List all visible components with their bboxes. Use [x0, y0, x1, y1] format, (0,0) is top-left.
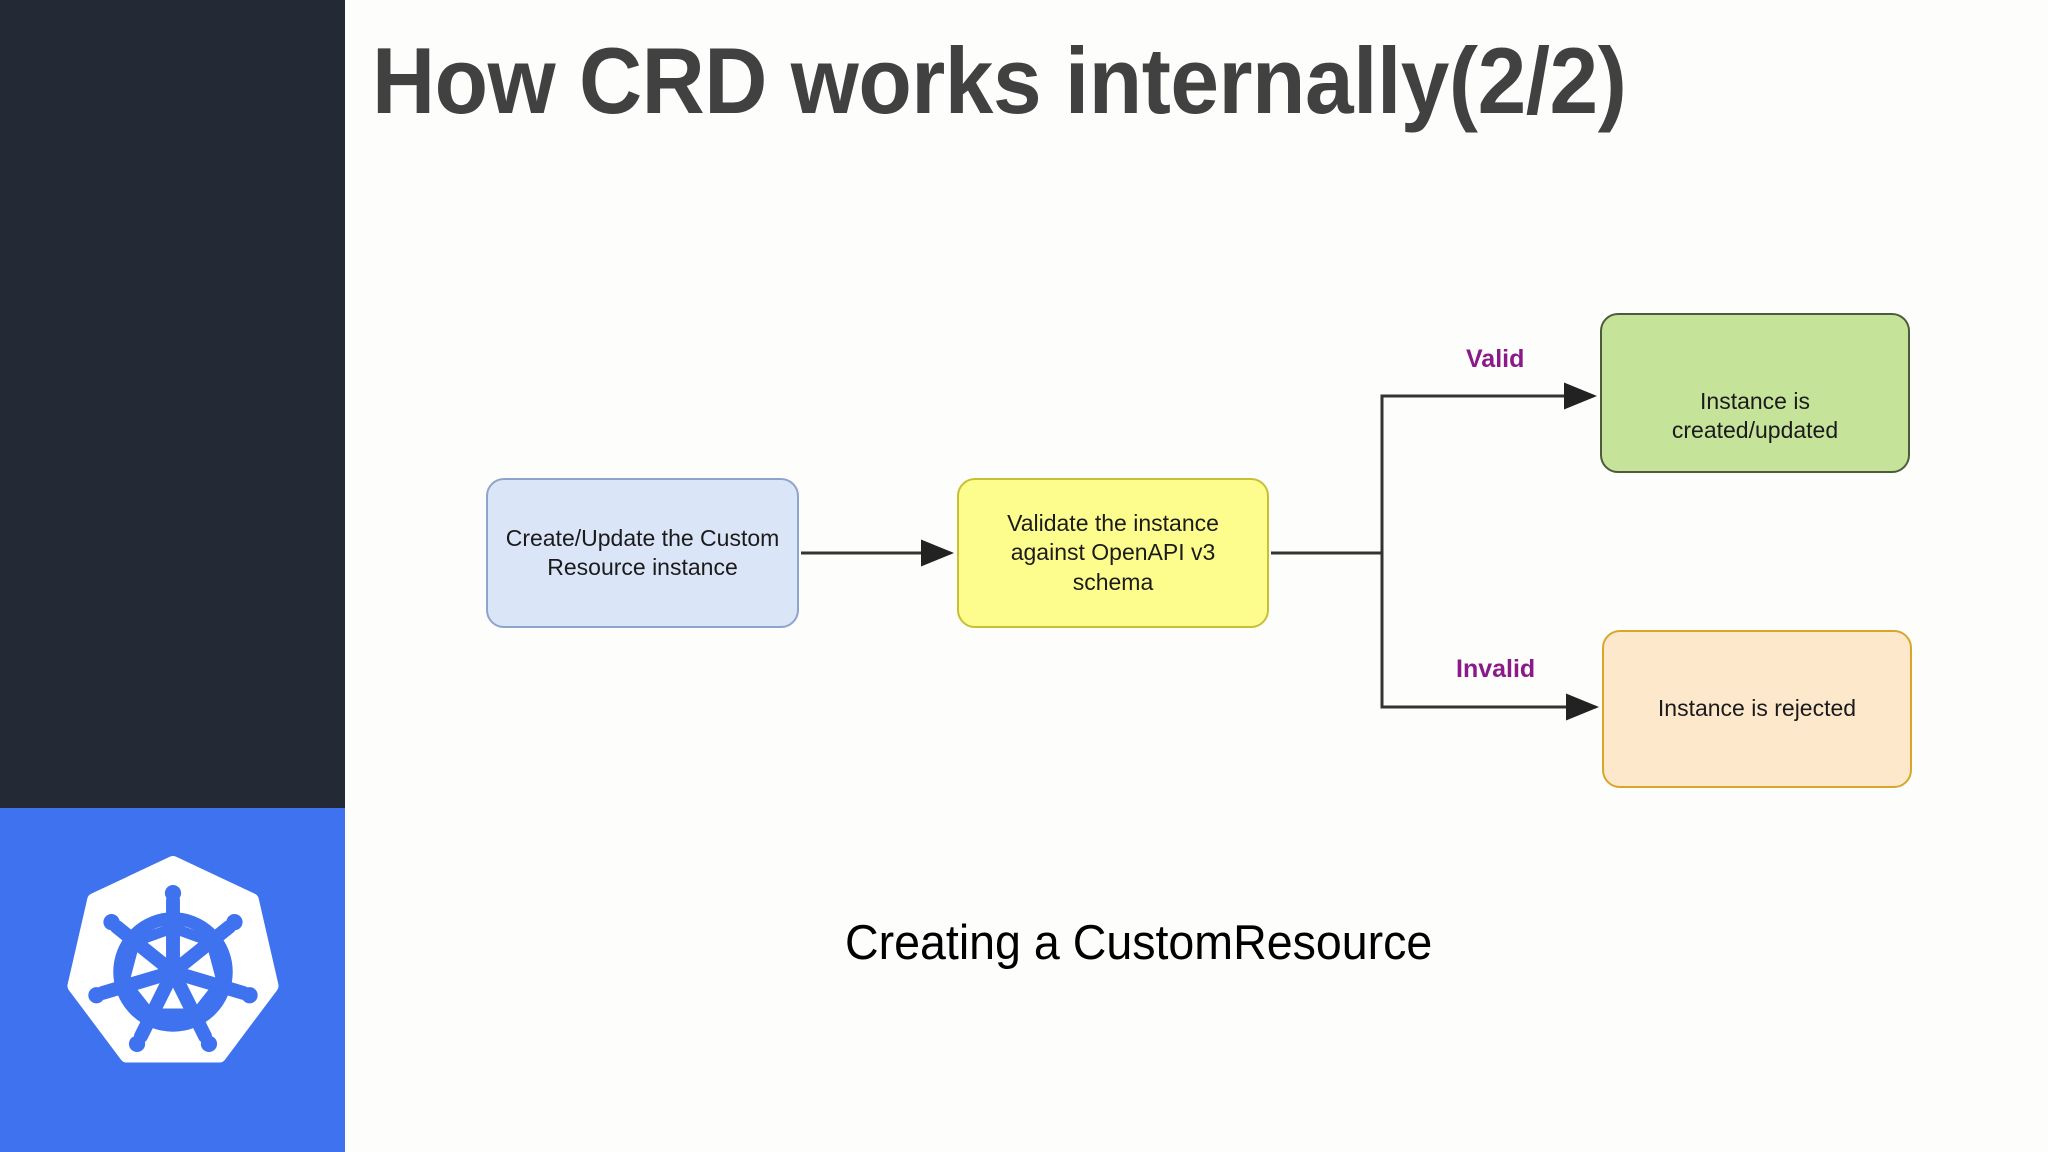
sidebar-top-panel: [0, 0, 345, 808]
sidebar: [0, 0, 345, 1152]
node-create-update-custom-resource: Create/Update the Custom Resource instan…: [486, 478, 799, 628]
edge-label-valid: Valid: [1466, 345, 1525, 373]
diagram-caption: Creating a CustomResource: [845, 916, 1433, 970]
kubernetes-logo: [66, 856, 279, 1063]
node-created-label: Instance is created/updated: [1671, 388, 1839, 444]
edge-validate-to-created: [1380, 382, 1597, 553]
node-create-label: Create/Update the Custom Resource instan…: [505, 524, 780, 580]
node-instance-created-updated: Instance is created/updated: [1600, 313, 1910, 473]
node-validate-instance: Validate the instance against OpenAPI v3…: [957, 478, 1269, 628]
node-rejected-label: Instance is rejected: [1657, 695, 1857, 722]
edge-label-invalid: Invalid: [1456, 655, 1536, 683]
node-instance-rejected: Instance is rejected: [1602, 630, 1912, 788]
page-title: How CRD works internally(2/2): [372, 28, 1627, 133]
node-validate-label: Validate the instance against OpenAPI v3…: [1007, 509, 1219, 595]
